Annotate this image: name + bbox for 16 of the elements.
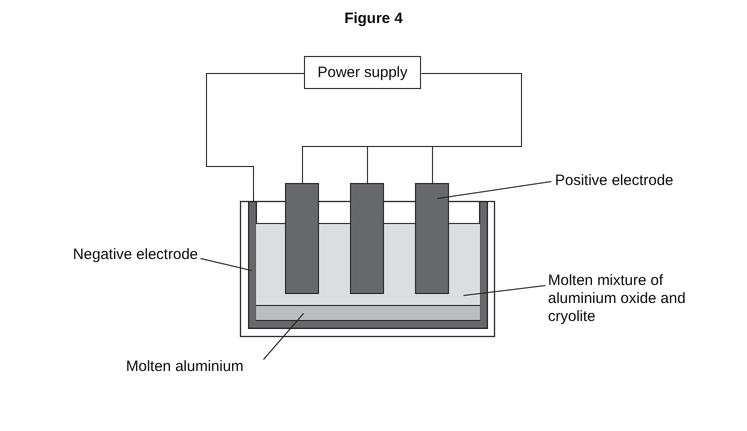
power-supply-box: Power supply [304, 56, 421, 89]
part-label: Negative electrode [48, 246, 198, 266]
electrode-block [415, 183, 449, 294]
leader-line [263, 313, 304, 360]
leader-line [437, 181, 552, 199]
molten-metal-layer [256, 305, 480, 321]
electrode-block [350, 183, 384, 294]
electrode-block [285, 183, 319, 294]
wire [206, 73, 305, 202]
leader-line [463, 285, 546, 296]
part-label: Positive electrode [555, 172, 705, 192]
wire [421, 73, 522, 184]
part-label: Molten mixture of aluminium oxide and cryolite [548, 272, 696, 326]
leader-line [200, 258, 252, 271]
figure-title: Figure 4 [343, 10, 404, 27]
part-label: Molten aluminium [126, 358, 276, 378]
